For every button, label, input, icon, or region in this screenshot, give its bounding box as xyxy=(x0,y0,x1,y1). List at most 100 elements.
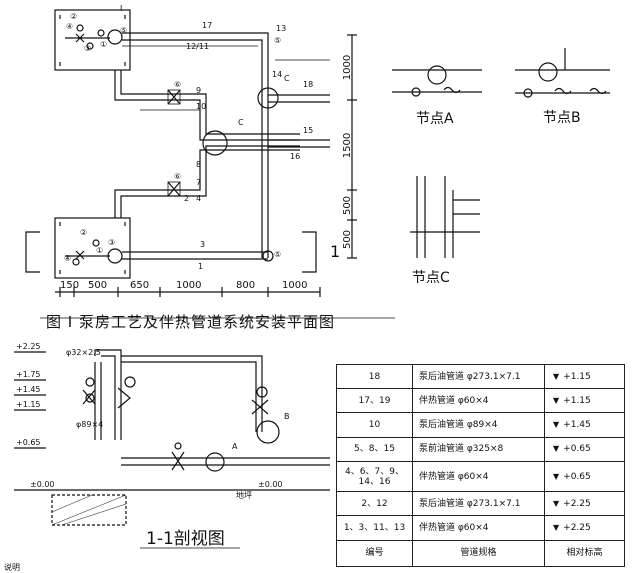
row-elevation: ▼+0.65 xyxy=(544,460,625,493)
row-spec: 伴热管道 φ60×4 xyxy=(412,515,545,541)
elevation-value: +0.65 xyxy=(563,444,591,455)
row-id: 10 xyxy=(336,412,413,438)
pipe-label-13: 13 xyxy=(276,24,287,33)
row-id: 1、3、11、13 xyxy=(336,515,413,541)
elevation-0-left: ±0.00 xyxy=(30,480,55,489)
pipe-label-14: 14 xyxy=(272,70,283,79)
elevation-triangle-icon: ▼ xyxy=(553,498,560,508)
node-b-detail xyxy=(515,48,610,98)
circled-number-4b: ④ xyxy=(64,254,72,263)
pipe-label-18: 18 xyxy=(303,80,314,89)
elevation-value: +2.25 xyxy=(563,523,591,534)
node-c-circle xyxy=(202,130,228,156)
elevation-0-65: +0.65 xyxy=(16,438,41,447)
dim-650: 650 xyxy=(130,280,150,291)
pipe-label-16: 16 xyxy=(290,152,301,161)
marker-b: B xyxy=(284,412,290,421)
elevation-0-right: ±0.00 xyxy=(258,480,283,489)
elevation-triangle-icon: ▼ xyxy=(553,420,560,430)
circled-number-6b: ⑥ xyxy=(174,172,182,181)
circled-number-2b: ② xyxy=(80,228,88,237)
elevation-value: +2.25 xyxy=(563,498,591,509)
elevation-value: +1.15 xyxy=(563,371,591,382)
circled-number-3b: ③ xyxy=(108,238,116,247)
elevation-1-75: +1.75 xyxy=(16,370,41,379)
circled-number-5c: ⑤ xyxy=(274,250,282,259)
node-a-detail xyxy=(392,65,482,97)
row-elevation: ▼+1.15 xyxy=(544,363,625,390)
node-b-label: 节点B xyxy=(543,110,581,126)
floor-label: 地坪 xyxy=(236,491,252,500)
section-title: 1-1剖视图 xyxy=(146,529,225,549)
circle-label-c1: C xyxy=(238,118,244,127)
dim-v-1500: 1500 xyxy=(342,132,354,159)
marker-2-top xyxy=(76,24,84,32)
elevation-value: +0.65 xyxy=(563,471,591,482)
figure-title: 图 Ⅰ 泵房工艺及伴热管道系统安装平面图 xyxy=(46,313,335,331)
dim-800: 800 xyxy=(236,280,256,291)
circle-label-c2: C xyxy=(284,74,290,83)
dim-v-500a: 500 xyxy=(342,195,354,216)
pipe-note-32: φ32×2.5 xyxy=(66,348,101,357)
row-elevation: ▼+0.65 xyxy=(544,436,625,462)
pump-box-bottom xyxy=(54,217,131,279)
circled-number-1a: ① xyxy=(100,40,108,49)
table-header-cell: 编号 xyxy=(336,539,413,568)
row-elevation: ▼+2.25 xyxy=(544,491,625,517)
node-a-label: 节点A xyxy=(416,111,454,127)
dim-500: 500 xyxy=(88,280,108,291)
pipe-label-2: 2 xyxy=(184,194,190,203)
elevation-triangle-icon: ▼ xyxy=(553,523,560,533)
section-mark-right xyxy=(302,231,317,273)
pipe-label-12-11: 12/11 xyxy=(186,42,210,51)
pipe-label-9: 9 xyxy=(196,86,202,95)
circle-label-i: I xyxy=(120,4,123,13)
row-id: 2、12 xyxy=(336,491,413,517)
circled-number-6a: ⑥ xyxy=(174,80,182,89)
dim-1000a: 1000 xyxy=(176,280,202,291)
circled-number-5b: ⑤ xyxy=(274,36,282,45)
pump-top xyxy=(107,29,123,45)
elevation-triangle-icon: ▼ xyxy=(553,471,560,481)
elevation-value: +1.45 xyxy=(563,420,591,431)
section-mark-left xyxy=(25,231,40,273)
row-spec: 伴热管道 φ60×4 xyxy=(412,460,545,493)
section-view xyxy=(14,349,330,526)
pipe-label-8: 8 xyxy=(196,160,202,169)
pipe-note-89: φ89×4 xyxy=(76,420,104,429)
pipe-label-15: 15 xyxy=(303,126,314,135)
row-spec: 泵后油管道 φ273.1×7.1 xyxy=(412,491,545,517)
pipe-label-1: 1 xyxy=(198,262,204,271)
row-elevation: ▼+2.25 xyxy=(544,515,625,541)
elevation-triangle-icon: ▼ xyxy=(553,444,560,454)
table-header-row: 编号管道规格相对标高 xyxy=(336,539,625,568)
elevation-2-25: +2.25 xyxy=(16,342,41,351)
elevation-1-45: +1.45 xyxy=(16,385,41,394)
elevation-1-15: +1.15 xyxy=(16,400,41,409)
suction-pipe xyxy=(114,70,300,141)
row-id: 4、6、7、9、14、16 xyxy=(336,460,413,493)
dim-v-500b: 500 xyxy=(342,229,354,250)
pipe-label-10: 10 xyxy=(196,102,207,111)
pipe-label-17: 17 xyxy=(202,21,213,30)
node-c-detail xyxy=(410,176,480,258)
dim-v-1000: 1000 xyxy=(342,54,354,81)
circled-number-2a: ② xyxy=(70,12,78,21)
section-mark-label: 1 xyxy=(330,242,341,261)
circled-number-3a: ③ xyxy=(84,44,92,53)
dim-150: 150 xyxy=(60,280,80,291)
node-c-label: 节点C xyxy=(412,270,450,286)
elevation-triangle-icon: ▼ xyxy=(553,371,560,381)
pipe-label-4: 4 xyxy=(196,194,202,203)
row-id: 5、8、15 xyxy=(336,436,413,462)
